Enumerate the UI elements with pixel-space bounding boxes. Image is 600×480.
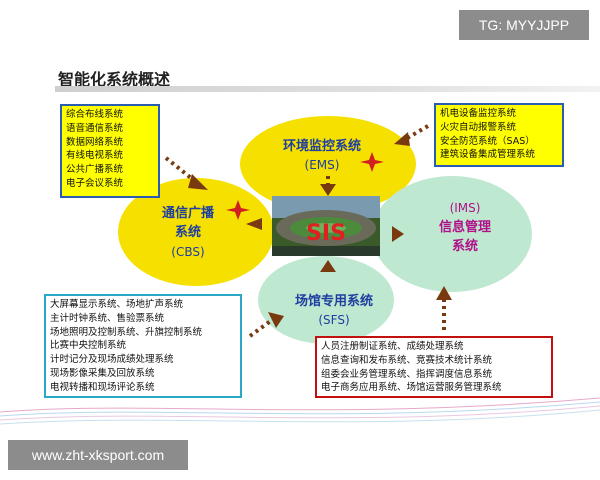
arrow-ems-list <box>394 124 430 146</box>
list-item: 机电设备监控系统 <box>440 108 517 119</box>
list-item: 综合布线系统 <box>66 109 124 120</box>
list-item: 组委会业务管理系统、指挥调度信息系统 <box>321 368 493 380</box>
title-rule <box>55 86 600 92</box>
watermark: www.zht-xksport.com <box>8 440 188 470</box>
ims-name-line1: 信息管理 <box>439 219 491 235</box>
sfs-name: 场馆专用系统 <box>295 293 373 309</box>
ems-name: 环境监控系统 <box>283 138 361 154</box>
sfs-abbr: (SFS) <box>318 313 349 327</box>
star-icon <box>360 152 384 172</box>
ims-petal <box>372 176 532 292</box>
list-item: 场地照明及控制系统、升旗控制系统 <box>50 326 203 338</box>
slide-title: 智能化系统概述 <box>58 70 171 89</box>
ims-abbr: (IMS) <box>450 201 481 215</box>
ims-name-line2: 系统 <box>452 238 478 254</box>
cbs-petal <box>118 178 274 286</box>
list-item: 火灾自动报警系统 <box>440 121 517 133</box>
arrow-cbs-center <box>246 218 262 230</box>
star-icon <box>226 200 250 220</box>
ims-subsystem-list: 人员注册制证系统、成绩处理系统 信息查询和发布系统、竞赛技术统计系统 组委会业务… <box>315 336 553 398</box>
list-item: 安全防范系统（SAS） <box>440 135 535 147</box>
list-item: 主计时钟系统、售验票系统 <box>50 312 165 324</box>
list-item: 大屏幕显示系统、场地扩声系统 <box>50 299 184 310</box>
list-item: 电子会议系统 <box>66 177 124 189</box>
sis-label: SIS <box>306 221 346 246</box>
cbs-name-line1: 通信广播 <box>162 205 215 221</box>
stadium-image <box>272 196 380 256</box>
sfs-petal <box>258 256 394 344</box>
arrow-ims-center <box>392 226 404 242</box>
list-item: 有线电视系统 <box>66 150 124 162</box>
tg-badge: TG: MYYJJPP <box>459 10 589 40</box>
list-item: 人员注册制证系统、成绩处理系统 <box>321 341 464 352</box>
decorative-swoosh <box>0 397 600 425</box>
list-item: 现场影像采集及回放系统 <box>50 367 155 379</box>
arrow-ems-center <box>320 176 336 196</box>
arrow-sfs-list <box>248 312 284 338</box>
list-item: 建筑设备集成管理系统 <box>440 149 536 161</box>
arrow-ims-list <box>436 286 452 330</box>
list-item: 计时记分及现场成绩处理系统 <box>50 354 174 366</box>
list-item: 公共广播系统 <box>66 164 124 176</box>
sfs-subsystem-list: 大屏幕显示系统、场地扩声系统 主计时钟系统、售验票系统 场地照明及控制系统、升旗… <box>44 294 242 398</box>
list-item: 信息查询和发布系统、竞赛技术统计系统 <box>321 354 493 366</box>
list-item: 电子商务应用系统、场馆运营服务管理系统 <box>321 382 502 394</box>
list-item: 语音通信系统 <box>66 122 124 134</box>
arrow-sfs-center <box>320 260 336 272</box>
ems-subsystem-list: 机电设备监控系统 火灾自动报警系统 安全防范系统（SAS） 建筑设备集成管理系统 <box>434 103 564 167</box>
ems-petal <box>240 116 416 212</box>
list-item: 电视转播和现场评论系统 <box>50 381 155 393</box>
cbs-abbr: (CBS) <box>171 245 204 259</box>
cbs-name-line2: 系统 <box>175 224 201 240</box>
arrow-cbs-list <box>164 156 208 190</box>
cbs-subsystem-list: 综合布线系统 语音通信系统 数据网络系统 有线电视系统 公共广播系统 电子会议系… <box>60 104 160 198</box>
ems-abbr: (EMS) <box>305 158 340 172</box>
list-item: 比赛中央控制系统 <box>50 340 127 352</box>
list-item: 数据网络系统 <box>66 136 124 148</box>
